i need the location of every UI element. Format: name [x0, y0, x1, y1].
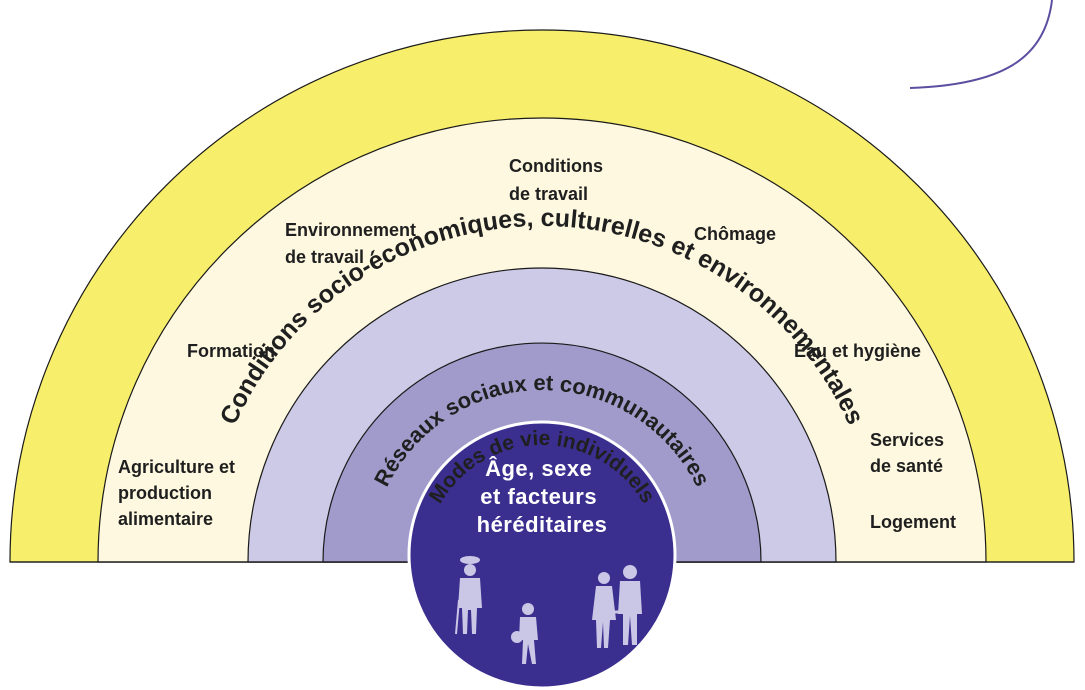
core-line-1: Âge, sexe — [485, 456, 592, 481]
couple-holding-hands-icon — [592, 565, 642, 648]
sector-environnement: Environnement de travail — [285, 220, 421, 267]
sector-formation: Formation — [187, 341, 275, 361]
sector-logement: Logement — [870, 512, 956, 532]
core-line-2: et facteurs — [480, 484, 597, 509]
decorative-curve — [909, 0, 1053, 89]
sector-eau-hygiene: Eau et hygiène — [794, 341, 921, 361]
core-label: Âge, sexe et facteurs héréditaires — [477, 456, 608, 537]
sector-conditions-travail: Conditions de travail — [509, 156, 608, 204]
sector-chomage: Chômage — [694, 224, 776, 244]
sector-agriculture: Agriculture et production alimentaire — [118, 457, 240, 529]
sector-services-sante: Services de santé — [870, 430, 949, 476]
elderly-man-with-cane-icon — [455, 556, 482, 635]
core-line-3: héréditaires — [477, 512, 608, 537]
child-with-ball-icon — [511, 603, 538, 664]
